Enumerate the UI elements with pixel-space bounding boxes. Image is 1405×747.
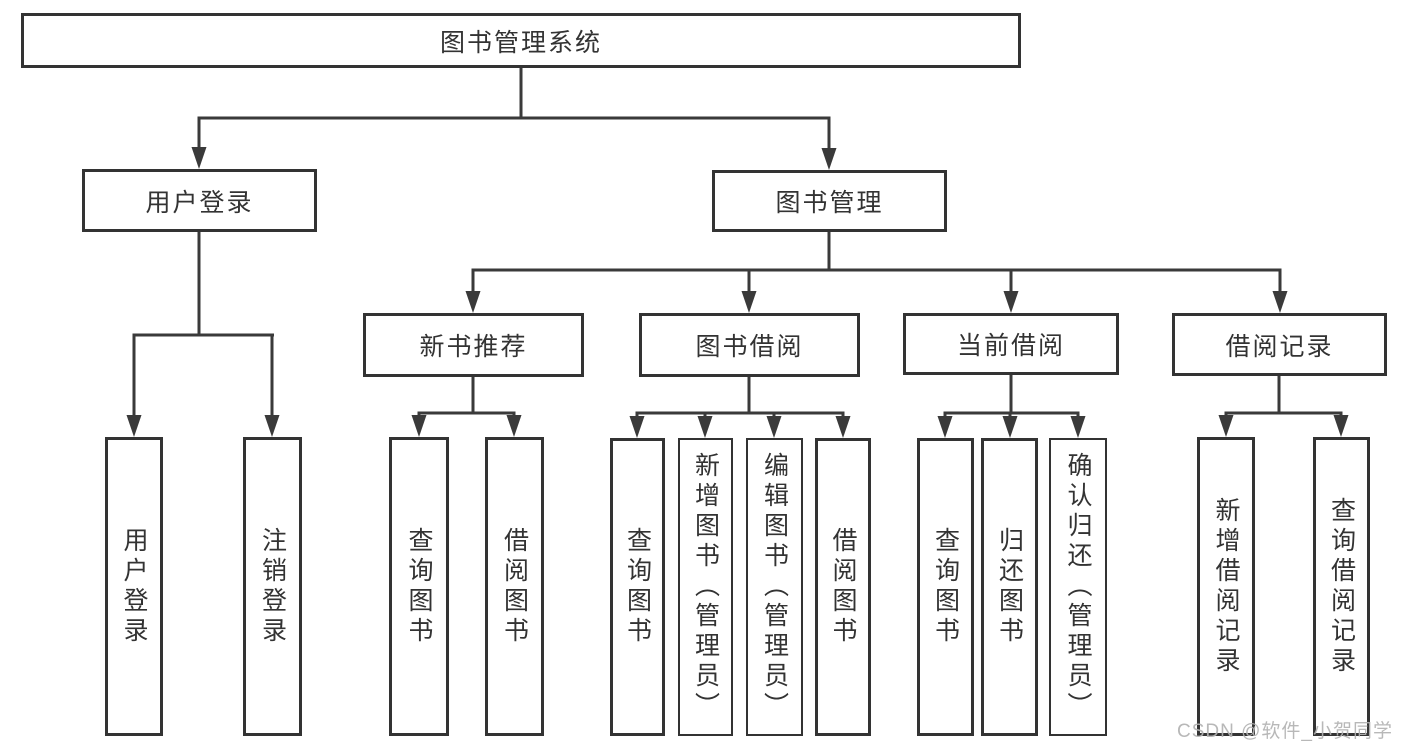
- watermark: CSDN @软件_小贺同学: [1177, 721, 1393, 742]
- node-book-management: 图书管理: [712, 170, 947, 232]
- node-current-borrow: 当前借阅: [903, 313, 1119, 375]
- leaf-confirm-return-admin: 确认归还（管理员）: [1049, 438, 1107, 736]
- leaf-query-borrow-record: 查询借阅记录: [1313, 437, 1370, 736]
- node-book-borrow: 图书借阅: [639, 313, 860, 377]
- leaf-logout: 注销登录: [243, 437, 302, 736]
- node-new-book-recommend: 新书推荐: [363, 313, 584, 377]
- leaf-query-books: 查询图书: [610, 438, 665, 736]
- leaf-add-book-admin: 新增图书（管理员）: [678, 438, 733, 736]
- leaf-query-books: 查询图书: [917, 438, 974, 736]
- leaf-borrow-books: 借阅图书: [815, 438, 871, 736]
- node-borrow-records: 借阅记录: [1172, 313, 1387, 376]
- leaf-return-books: 归还图书: [981, 438, 1038, 736]
- leaf-user-login: 用户登录: [105, 437, 163, 736]
- leaf-edit-book-admin: 编辑图书（管理员）: [746, 438, 803, 736]
- node-user-login: 用户登录: [82, 169, 317, 232]
- leaf-add-borrow-record: 新增借阅记录: [1197, 437, 1255, 736]
- leaf-borrow-books: 借阅图书: [485, 437, 544, 736]
- node-library-system: 图书管理系统: [21, 13, 1021, 68]
- leaf-query-books: 查询图书: [389, 437, 449, 736]
- arrowhead-icons: [126, 147, 1349, 438]
